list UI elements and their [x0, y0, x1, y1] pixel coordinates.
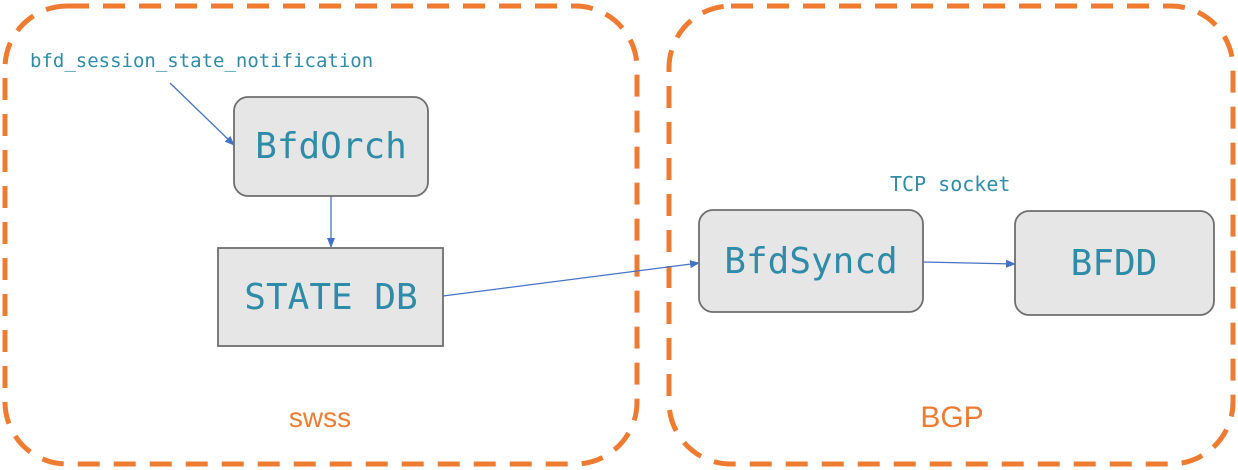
node-bfdorch: BfdOrch	[233, 96, 429, 197]
node-bfdsyncd-box	[698, 209, 924, 313]
node-state-db-box	[217, 247, 444, 347]
tcp-socket-label: TCP socket	[890, 172, 1010, 196]
group-swss: swss	[2, 3, 640, 467]
node-bfdorch-label: BfdOrch	[255, 126, 407, 167]
group-bgp: BGP	[666, 3, 1236, 467]
group-bgp-label: BGP	[920, 401, 983, 434]
group-swss-border	[2, 3, 640, 467]
node-state-db-label: STATE DB	[244, 277, 417, 318]
group-swss-label: swss	[289, 402, 351, 433]
node-bfdsyncd-label: BfdSyncd	[724, 241, 897, 282]
bfdsyncd-to-bfdd-arrow	[922, 259, 1016, 268]
node-bfdd-box	[1014, 210, 1215, 316]
node-state-db: STATE DB	[217, 247, 444, 347]
group-bgp-border	[666, 3, 1236, 467]
node-bfdorch-box	[233, 96, 429, 197]
node-bfdsyncd: BfdSyncd	[698, 209, 924, 313]
statedb-to-bfdsyncd-arrow	[442, 260, 700, 297]
node-bfdd-label: BFDD	[1071, 243, 1158, 284]
node-bfdd: BFDD	[1014, 210, 1215, 316]
notification-label: bfd_session_state_notification	[30, 50, 373, 72]
notification-arrow	[169, 82, 235, 146]
